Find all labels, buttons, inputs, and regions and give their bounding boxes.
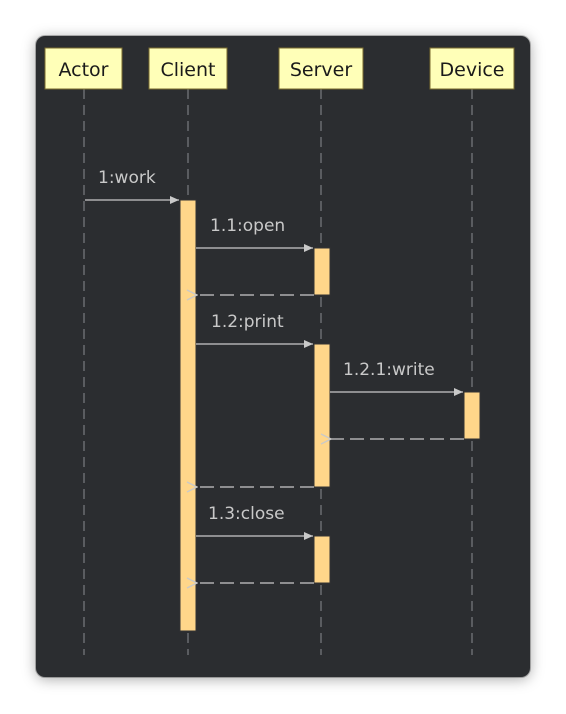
message-label-close: 1.3:close <box>208 504 285 524</box>
activations <box>179 199 481 632</box>
message-write[interactable]: 1.2.1:write <box>330 360 463 396</box>
participant-actor[interactable]: Actor <box>44 47 123 90</box>
participant-server[interactable]: Server <box>278 47 364 90</box>
sequence-diagram: Actor Client Server Device <box>44 47 515 655</box>
activation-server-close <box>313 535 331 584</box>
participants: Actor Client Server Device <box>44 47 515 90</box>
message-work[interactable]: 1:work <box>85 168 179 204</box>
activation-server-print <box>313 343 331 488</box>
activation-device-write <box>463 391 481 440</box>
message-open[interactable]: 1.1:open <box>196 216 313 252</box>
message-label-write: 1.2.1:write <box>343 360 435 380</box>
message-close[interactable]: 1.3:close <box>196 504 313 540</box>
participant-label-actor: Actor <box>59 59 109 81</box>
diagram-window: Actor Client Server Device <box>36 36 530 677</box>
message-label-open: 1.1:open <box>210 216 285 236</box>
participant-label-device: Device <box>440 59 505 81</box>
participant-client[interactable]: Client <box>148 47 228 90</box>
participant-device[interactable]: Device <box>429 47 515 90</box>
participant-label-client: Client <box>160 59 215 81</box>
message-label-print: 1.2:print <box>211 312 284 332</box>
activation-server-open <box>313 247 331 296</box>
participant-label-server: Server <box>290 59 352 81</box>
message-label-work: 1:work <box>98 168 156 188</box>
activation-client <box>179 199 197 632</box>
message-print[interactable]: 1.2:print <box>196 312 313 348</box>
messages: 1:work 1.1:open 1.2:print 1.2.1:write <box>85 168 464 583</box>
